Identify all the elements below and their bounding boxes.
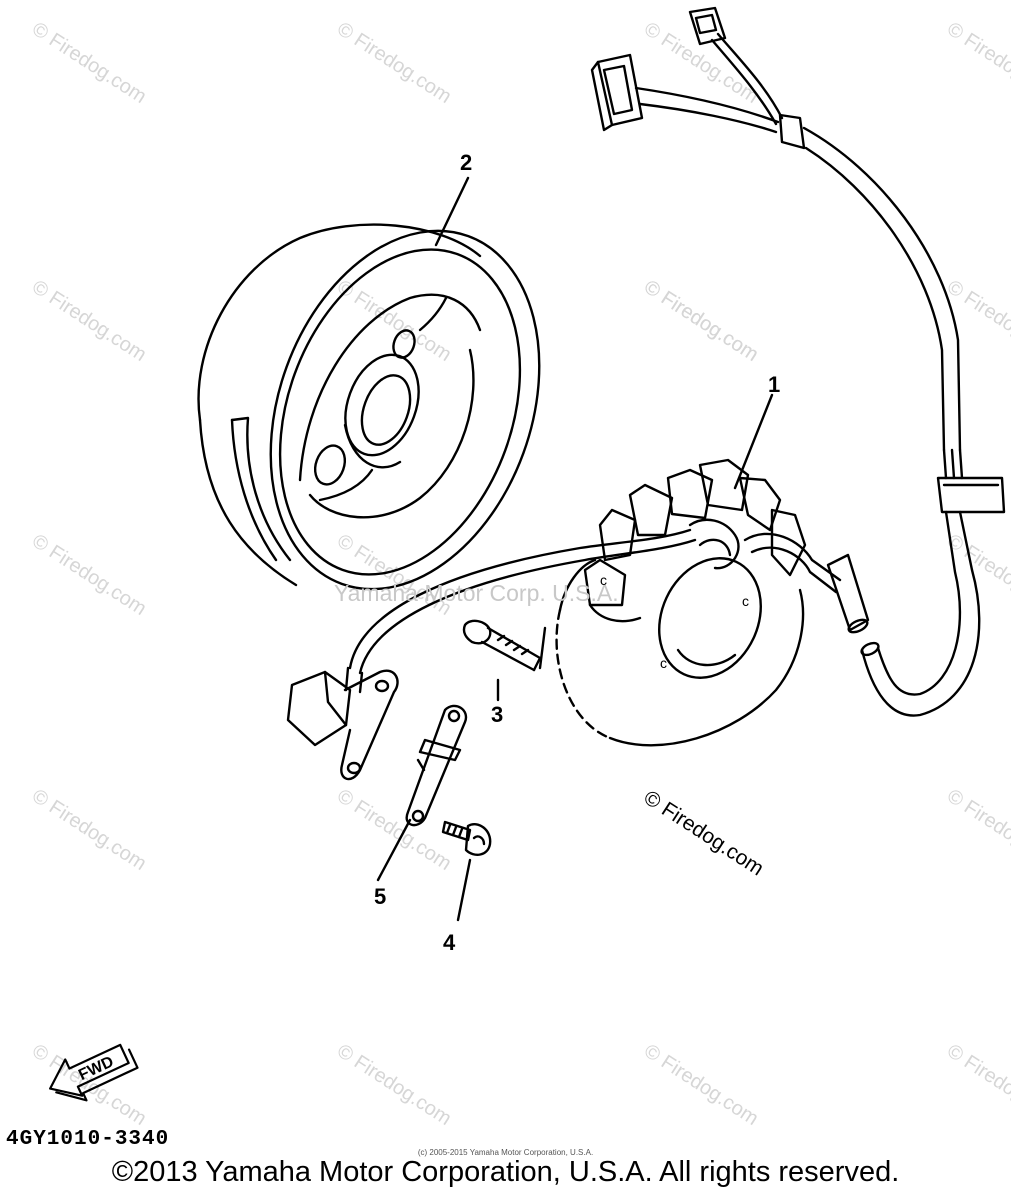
fwd-arrow-icon: FWD xyxy=(49,1043,139,1102)
svg-text:c: c xyxy=(660,655,667,671)
screw-part-4 xyxy=(441,820,492,922)
stator-assembly: c c c xyxy=(538,458,870,747)
flywheel-rotor xyxy=(197,223,541,591)
pickup-coil xyxy=(286,528,697,781)
callout-3: 3 xyxy=(491,702,504,727)
diagram-part-code: 4GY1010-3340 xyxy=(6,1128,170,1151)
callout-4: 4 xyxy=(443,930,456,955)
copyright-notice: ©2013 Yamaha Motor Corporation, U.S.A. A… xyxy=(111,1156,900,1188)
callout-2: 2 xyxy=(460,150,473,175)
callout-5: 5 xyxy=(374,884,387,909)
callout-leaders xyxy=(434,176,774,490)
svg-text:c: c xyxy=(600,572,607,588)
center-watermark: Yamaha Motor Corp. U.S.A. xyxy=(334,580,619,606)
svg-text:c: c xyxy=(742,593,749,609)
bolt-part-3 xyxy=(462,619,542,702)
fine-print-copyright: (c) 2005-2015 Yamaha Motor Corporation, … xyxy=(417,1148,594,1157)
wire-harness xyxy=(590,6,1006,717)
callout-1: 1 xyxy=(768,372,781,397)
plate-part-5 xyxy=(376,704,468,882)
